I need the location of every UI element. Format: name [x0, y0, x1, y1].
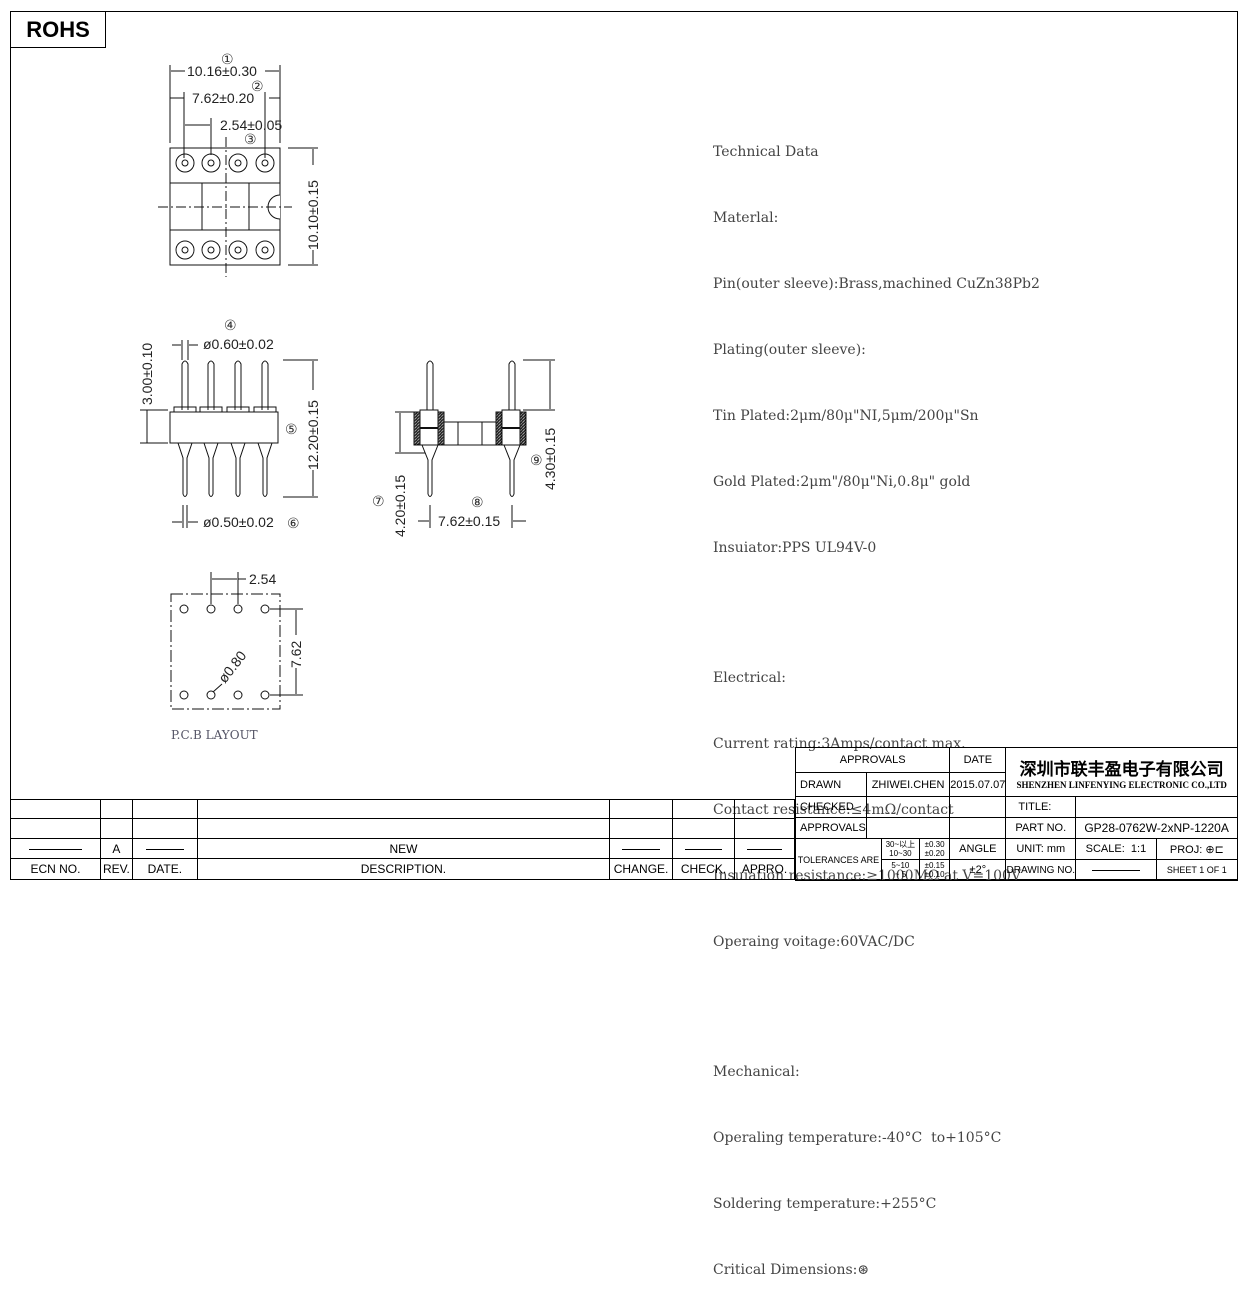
drawn-date: 2015.07.07	[949, 772, 1007, 797]
technical-data: Technical Data Materlal: Pin(outer sleev…	[713, 97, 1040, 1303]
marker-5: ⑤	[285, 422, 298, 438]
header-change: CHANGE.	[609, 858, 674, 880]
marker-3: ③	[244, 132, 257, 148]
tolerance-values-2: ±0.15±0.10	[918, 859, 951, 881]
drawn-label: DRAWN	[795, 772, 867, 797]
pcb-hole-dim: ø0.80	[215, 648, 250, 686]
angle-tolerance: ±2°	[949, 859, 1007, 881]
rev-description: NEW	[196, 838, 611, 859]
marker-8: ⑧	[471, 495, 484, 511]
unit: UNIT: mm	[1005, 838, 1077, 860]
tech-line: Tin Plated:2μm/80μ"NI,5μm/200μ"Sn	[713, 408, 979, 424]
marker-4: ④	[224, 318, 237, 334]
top-view: 10.16±0.30 7.62±0.20 2.54±0.05 10.10±0.1…	[158, 52, 321, 277]
dim-overall-height: 12.20±0.15	[305, 400, 321, 470]
tech-line: Technical Data	[713, 144, 819, 160]
scale: SCALE: 1:1	[1075, 838, 1157, 860]
tech-line: Gold Plated:2μm"/80μ"Ni,0.8μ" gold	[713, 474, 971, 490]
company-name-en: SHENZHEN LINFENYING ELECTRONIC CO.,LTD	[1016, 779, 1227, 790]
drawn-by: ZHIWEI.CHEN	[865, 772, 951, 797]
part-no-label: PART NO.	[1005, 817, 1077, 839]
header-date: DATE.	[131, 858, 198, 880]
angle-label: ANGLE	[949, 838, 1007, 860]
tech-line: Mechanical:	[713, 1064, 800, 1080]
pcb-layout-label: P.C.B LAYOUT	[171, 728, 258, 742]
tech-line: Electrical:	[713, 670, 787, 686]
dim-pin-pitch: 2.54±0.05	[220, 117, 282, 133]
title-block: APPROVALS DATE 深圳市联丰盈电子有限公司 SHENZHEN LIN…	[794, 747, 1239, 881]
dim-overall-width: 10.16±0.30	[187, 63, 257, 79]
tolerance-values-1: ±0.30±0.20	[918, 838, 951, 860]
approvals-label: APPROVALS	[795, 817, 867, 839]
dim-pin-top-length: 3.00±0.10	[139, 343, 155, 405]
part-no: GP28-0762W-2xNP-1220A	[1075, 817, 1238, 839]
checked-label: CHECKED	[795, 796, 867, 818]
pcb-layout: 2.54 7.62 ø0.80 P.C.B LAYOUT	[170, 571, 304, 742]
tech-line: Pin(outer sleeve):Brass,machined CuZn38P…	[713, 276, 1040, 292]
dim-body-length: 10.10±0.15	[305, 180, 321, 250]
revision-header: ECN NO. REV. DATE. DESCRIPTION. CHANGE. …	[10, 858, 796, 880]
dim-pin-dia-bottom: ø0.50±0.02	[203, 514, 274, 530]
tech-line: Critical Dimensions:⊛	[713, 1262, 870, 1278]
dim-row-pitch: 7.62±0.20	[192, 90, 254, 106]
marker-9: ⑨	[530, 453, 543, 469]
tech-line: Insuiator:PPS UL94V-0	[713, 540, 877, 556]
approvals-header: APPROVALS	[794, 747, 951, 773]
header-check: CHECK.	[672, 858, 735, 880]
section-view: 4.20±0.15 7.62±0.15 4.30±0.15 ⑦ ⑧ ⑨	[372, 359, 558, 537]
dim-lower-pin-length: 4.20±0.15	[392, 475, 408, 537]
title-label: TITLE:	[1005, 796, 1077, 818]
header-description: DESCRIPTION.	[196, 858, 611, 880]
projection: PROJ: ⊕⊏	[1155, 838, 1239, 860]
side-view: ø0.60±0.02 3.00±0.10 12.20±0.15 ø0.50±0.…	[139, 318, 321, 532]
technical-drawing: 10.16±0.30 7.62±0.20 2.54±0.05 10.10±0.1…	[139, 52, 558, 742]
header-ecn: ECN NO.	[10, 858, 101, 880]
dim-upper-pin-length: 4.30±0.15	[542, 428, 558, 490]
pin-holes	[175, 153, 275, 260]
projection-symbol-icon: ⊕⊏	[1205, 843, 1224, 856]
company-name: 深圳市联丰盈电子有限公司 SHENZHEN LINFENYING ELECTRO…	[1005, 747, 1238, 797]
tech-line: Plating(outer sleeve):	[713, 342, 866, 358]
date-header: DATE	[949, 747, 1007, 773]
dim-pin-dia-top: ø0.60±0.02	[203, 336, 274, 352]
tech-line: Operaling temperature:-40°C to+105°C	[713, 1130, 1002, 1146]
marker-7: ⑦	[372, 494, 385, 510]
tolerance-ranges-2: 5~10~ 5	[880, 859, 920, 881]
dim-section-pitch: 7.62±0.15	[438, 513, 500, 529]
header-appro: APPRO.	[733, 858, 796, 880]
header-rev: REV.	[99, 858, 133, 880]
tolerances-label: TOLERANCES ARE	[795, 838, 882, 881]
pcb-row-dim: 7.62	[288, 641, 304, 668]
tech-line: Operaing voitage:60VAC/DC	[713, 934, 915, 950]
tech-line: Soldering temperature:+255°C	[713, 1196, 937, 1212]
marker-6: ⑥	[287, 516, 300, 532]
marker-1: ①	[221, 52, 234, 68]
tech-line: Materlal:	[713, 210, 779, 226]
drawing-no-label: DRAWING NO.	[1005, 859, 1077, 881]
revision-table: A NEW ECN NO. REV. DATE. DESCRIPTION. CH…	[10, 799, 796, 880]
company-name-cn: 深圳市联丰盈电子有限公司	[1019, 759, 1224, 780]
sheet: SHEET 1 OF 1	[1155, 859, 1239, 881]
revision-row: A NEW	[10, 838, 796, 859]
rohs-badge: ROHS	[10, 11, 106, 48]
marker-2: ②	[251, 79, 264, 95]
drawing-frame	[10, 11, 1238, 880]
pcb-pitch-dim: 2.54	[249, 571, 276, 587]
rev-value: A	[99, 838, 133, 859]
